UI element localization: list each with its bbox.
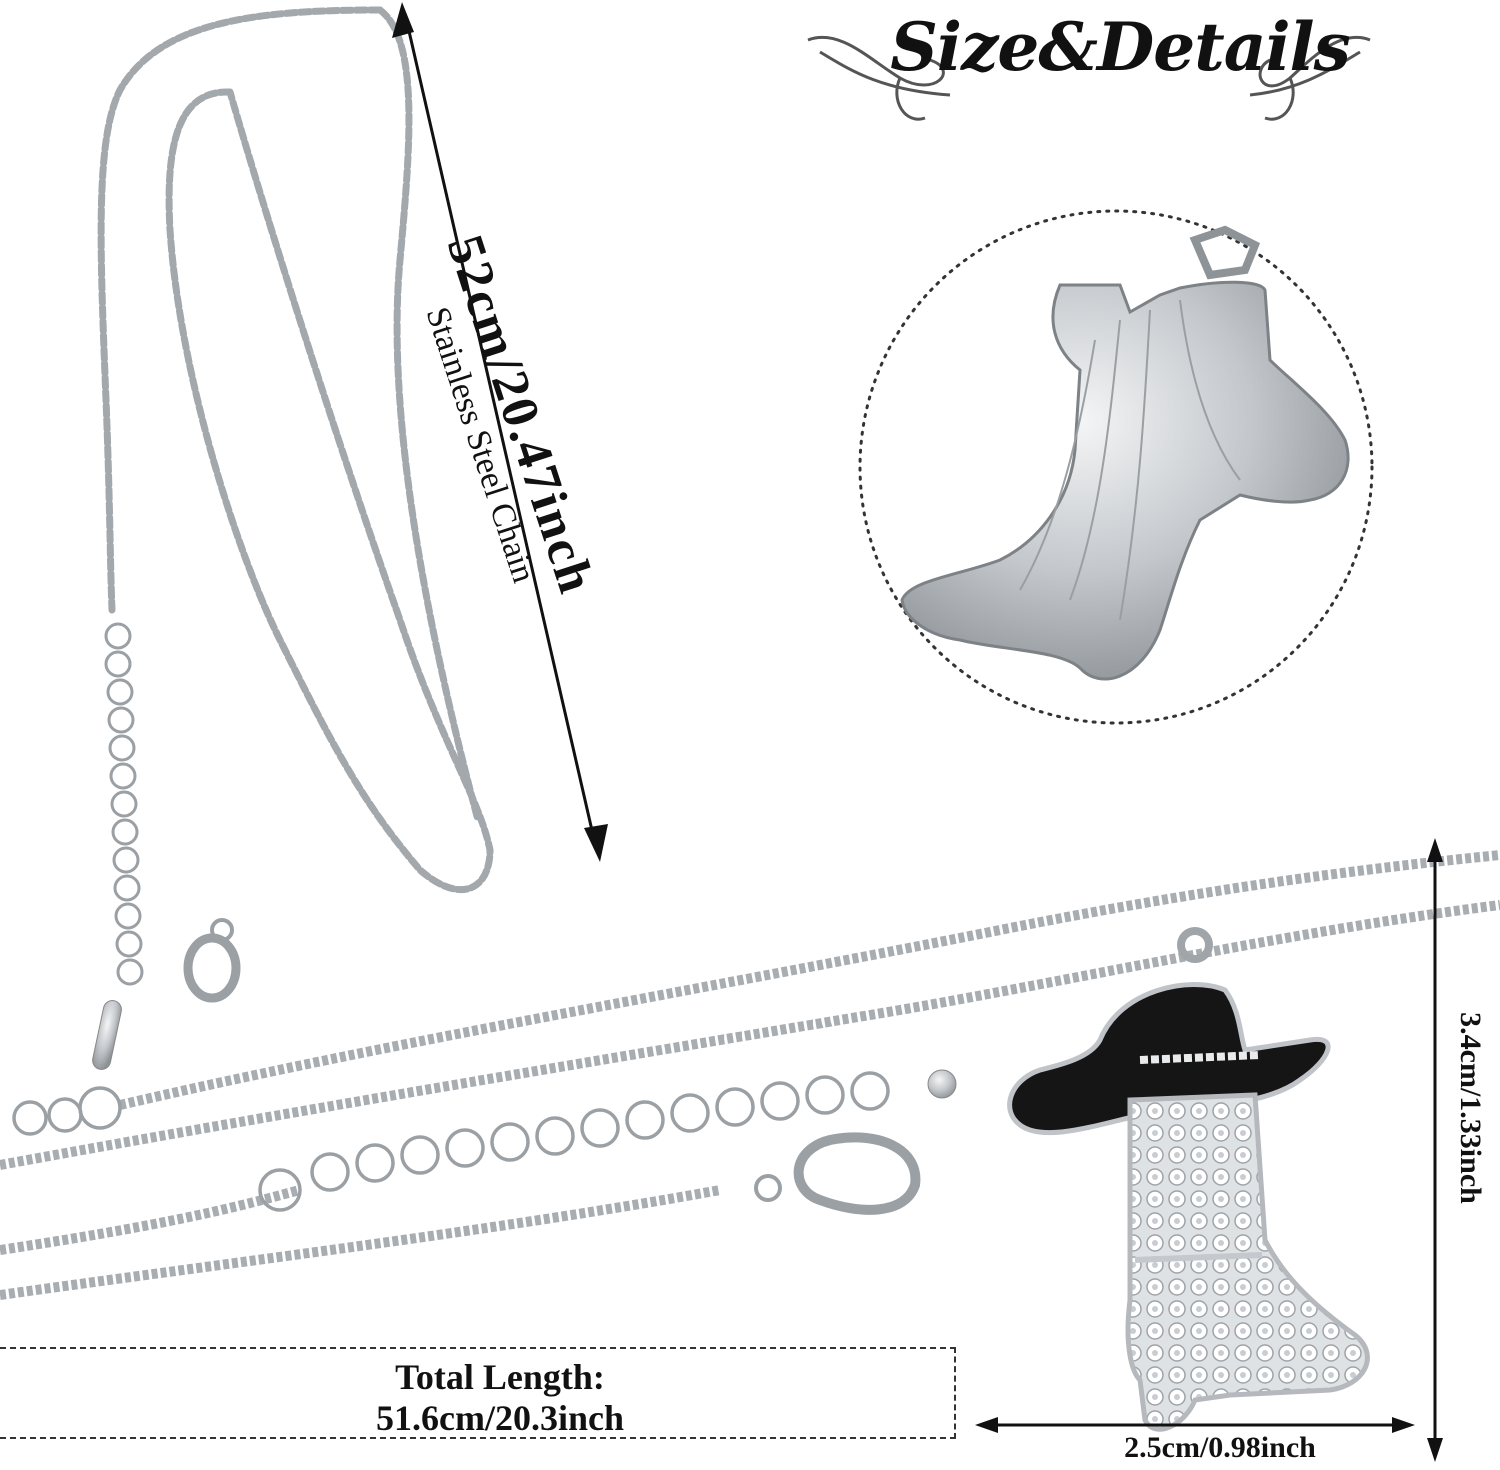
dimension-arrow-icon bbox=[392, 2, 608, 862]
width-arrow-icon bbox=[975, 1417, 1415, 1433]
twisted-chain bbox=[0, 850, 1500, 1300]
lobster-clasp-icon bbox=[183, 918, 241, 1003]
pendant-back-detail bbox=[858, 209, 1374, 725]
stainless-chain bbox=[97, 6, 494, 894]
page-title: Size&Details bbox=[890, 8, 1351, 86]
total-length-value: 51.6cm/20.3inch bbox=[376, 1398, 624, 1438]
pendant-height-label: 3.4cm/1.33inch bbox=[1454, 1012, 1487, 1204]
lobster-clasp-bottom-icon bbox=[754, 1132, 921, 1215]
chain-tag-icon bbox=[92, 1000, 122, 1070]
height-arrow-icon bbox=[1427, 838, 1443, 1462]
total-length-label: Total Length: bbox=[395, 1357, 605, 1397]
total-length-box bbox=[0, 1347, 956, 1439]
flourish-right-icon bbox=[1249, 35, 1371, 121]
extender-chain bbox=[104, 622, 144, 986]
pendant-width-label: 2.5cm/0.98inch bbox=[1124, 1431, 1316, 1464]
bead-end-icon bbox=[927, 1069, 957, 1099]
cowboy-boot-pendant-icon bbox=[1007, 927, 1370, 1432]
flourish-left-icon bbox=[807, 35, 951, 121]
extender-chain-bottom bbox=[12, 1071, 890, 1212]
